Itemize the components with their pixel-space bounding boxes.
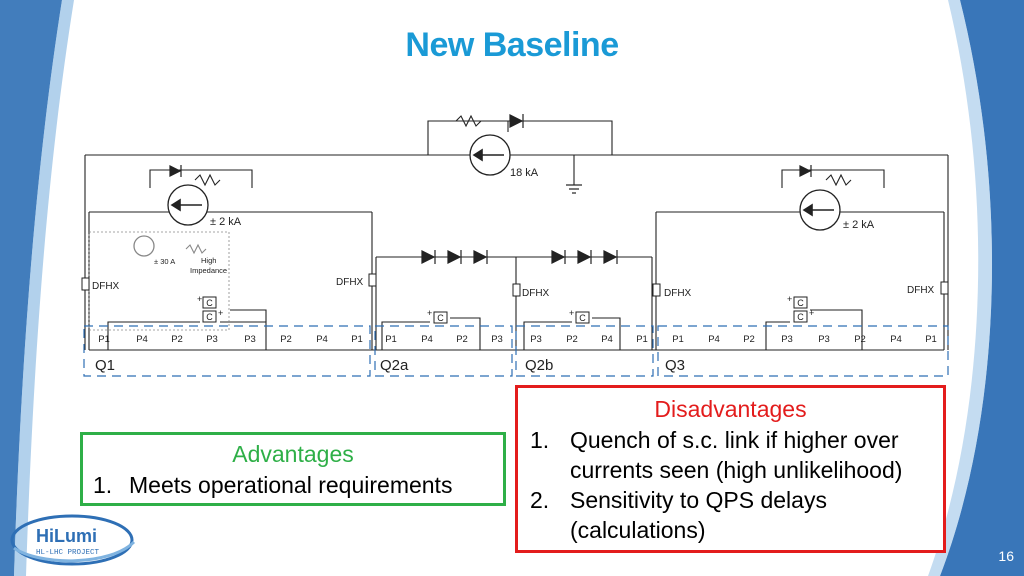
current-source-icons bbox=[133, 134, 841, 257]
aux-current-source-icon bbox=[133, 235, 155, 257]
list-item: 2. Sensitivity to QPS delays (calculatio… bbox=[518, 485, 943, 545]
aux-loop bbox=[88, 231, 230, 331]
port-label: P2 bbox=[566, 334, 578, 345]
page-title: New Baseline bbox=[405, 26, 619, 64]
section-label-q2b: Q2b bbox=[525, 357, 553, 374]
advantages-list: 1. Meets operational requirements bbox=[83, 470, 503, 500]
source-arrows bbox=[170, 148, 834, 217]
disadvantages-heading: Disadvantages bbox=[654, 396, 807, 422]
dfhx-terminal-icons bbox=[81, 273, 949, 297]
capacitor-label: C bbox=[206, 298, 213, 308]
list-text: Sensitivity to QPS delays (calculations) bbox=[570, 487, 827, 543]
plus-sign: + bbox=[218, 308, 223, 318]
port-label: P1 bbox=[385, 334, 397, 345]
port-label: P3 bbox=[818, 334, 830, 345]
capacitor-label: C bbox=[797, 298, 804, 308]
dfhx-label: DFHX bbox=[92, 281, 120, 292]
port-label: P1 bbox=[636, 334, 648, 345]
aux-source-label: ± 30 A bbox=[154, 257, 175, 266]
section-labels: Q1 Q2a Q2b Q3 bbox=[95, 357, 685, 374]
logo-wordmark: HiLumi bbox=[36, 526, 97, 546]
port-label: P3 bbox=[491, 334, 503, 345]
advantages-box: Advantages 1. Meets operational requirem… bbox=[80, 432, 506, 506]
section-label-q1: Q1 bbox=[95, 357, 115, 374]
dfhx-label: DFHX bbox=[336, 277, 364, 288]
aux-note-high: High bbox=[201, 256, 216, 265]
disadvantages-list: 1. Quench of s.c. link if higher over cu… bbox=[518, 425, 943, 545]
port-label: P4 bbox=[316, 334, 328, 345]
disadvantages-box: Disadvantages 1. Quench of s.c. link if … bbox=[515, 385, 946, 553]
list-number: 1. bbox=[530, 427, 550, 453]
capacitor-label: C bbox=[579, 313, 586, 323]
list-number: 1. bbox=[93, 472, 113, 498]
list-item: 1. Meets operational requirements bbox=[83, 470, 503, 500]
list-number: 2. bbox=[530, 487, 550, 513]
main-source-label: 18 kA bbox=[510, 167, 539, 179]
section-label-q3: Q3 bbox=[665, 357, 685, 374]
dfhx-label: DFHX bbox=[522, 288, 550, 299]
port-label: P2 bbox=[854, 334, 866, 345]
port-label: P1 bbox=[672, 334, 684, 345]
capacitor-labels: C C C C C C bbox=[206, 298, 804, 323]
port-label: P3 bbox=[530, 334, 542, 345]
port-label: P3 bbox=[781, 334, 793, 345]
plus-sign: + bbox=[569, 308, 574, 318]
ground-icon bbox=[566, 184, 582, 194]
list-text: Meets operational requirements bbox=[129, 472, 453, 498]
right-source-label: ± 2 kA bbox=[843, 219, 875, 231]
hilumi-logo: HiLumi HL-LHC PROJECT bbox=[10, 514, 136, 566]
plus-sign: + bbox=[787, 294, 792, 304]
port-label: P4 bbox=[136, 334, 148, 345]
aux-note-impedance: Impedance bbox=[190, 266, 227, 275]
logo-subtitle: HL-LHC PROJECT bbox=[36, 549, 100, 557]
list-item: 1. Quench of s.c. link if higher over cu… bbox=[518, 425, 943, 485]
dfhx-label: DFHX bbox=[664, 288, 692, 299]
plus-sign: + bbox=[197, 294, 202, 304]
port-label: P2 bbox=[280, 334, 292, 345]
port-label: P4 bbox=[708, 334, 720, 345]
plus-sign: + bbox=[809, 308, 814, 318]
polarity-labels: + + + + + + bbox=[197, 294, 814, 318]
port-label: P4 bbox=[890, 334, 902, 345]
port-labels: P1 P4 P2 P3 P3 P2 P4 P1 P1 P4 P2 P3 P3 P… bbox=[98, 334, 937, 345]
capacitor-icons bbox=[202, 296, 808, 324]
dfhx-label: DFHX bbox=[907, 285, 935, 296]
diode-icons bbox=[169, 114, 812, 264]
advantages-heading: Advantages bbox=[232, 441, 354, 467]
port-label: P3 bbox=[244, 334, 256, 345]
resistor-icons bbox=[185, 114, 852, 255]
port-label: P3 bbox=[206, 334, 218, 345]
section-label-q2a: Q2a bbox=[380, 357, 409, 374]
port-label: P2 bbox=[456, 334, 468, 345]
port-label: P1 bbox=[98, 334, 110, 345]
list-text: Quench of s.c. link if higher over curre… bbox=[570, 427, 903, 483]
port-label: P1 bbox=[351, 334, 363, 345]
port-label: P4 bbox=[601, 334, 613, 345]
plus-sign: + bbox=[427, 308, 432, 318]
port-label: P4 bbox=[421, 334, 433, 345]
port-label: P1 bbox=[925, 334, 937, 345]
page-number: 16 bbox=[998, 548, 1014, 564]
capacitor-label: C bbox=[797, 312, 804, 322]
capacitor-label: C bbox=[437, 313, 444, 323]
port-label: P2 bbox=[171, 334, 183, 345]
left-source-label: ± 2 kA bbox=[210, 216, 242, 228]
capacitor-label: C bbox=[206, 312, 213, 322]
section-frames bbox=[83, 325, 949, 377]
port-label: P2 bbox=[743, 334, 755, 345]
